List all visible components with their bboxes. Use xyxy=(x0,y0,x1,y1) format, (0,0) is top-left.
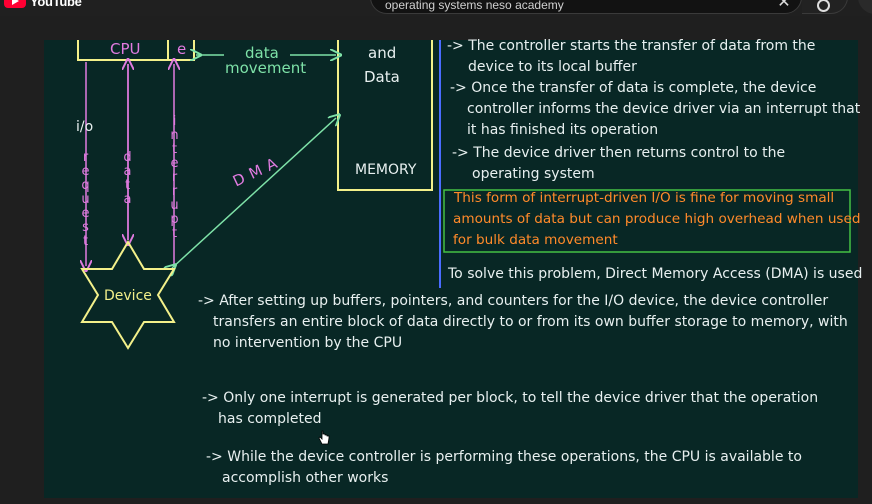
memory-label: MEMORY xyxy=(355,162,417,178)
youtube-play-icon xyxy=(4,0,26,8)
solve-line: To solve this problem, Direct Memory Acc… xyxy=(448,266,863,282)
search-button[interactable] xyxy=(802,0,848,14)
device-label: Device xyxy=(104,288,152,304)
close-icon[interactable]: ✕ xyxy=(777,0,791,11)
data-movement-label-2: movement xyxy=(225,59,307,77)
device-star xyxy=(80,240,176,350)
bullet-2-line-b: has completed xyxy=(218,411,322,427)
note-line-3b: operating system xyxy=(472,166,595,182)
youtube-header: YouTube operating systems neso academy ✕ xyxy=(0,0,872,16)
youtube-logo[interactable]: YouTube xyxy=(4,0,82,9)
request-label: request xyxy=(78,150,93,248)
note-line-2b: controller informs the device driver via… xyxy=(467,101,861,117)
search-input[interactable]: operating systems neso academy xyxy=(370,0,802,14)
data-vertical-label: data xyxy=(120,150,135,206)
io-label: i/o xyxy=(76,119,94,135)
data-movement-label-1: data xyxy=(245,44,279,62)
interrupt-label: interrupt xyxy=(167,114,182,240)
search-query-text: operating systems neso academy xyxy=(385,0,564,12)
youtube-logo-text: YouTube xyxy=(30,0,82,9)
cpu-side-label: e xyxy=(177,40,187,58)
note-box xyxy=(443,189,851,253)
note-line-2c: it has finished its operation xyxy=(467,122,659,138)
lecture-slide: CPU e data movement and Data MEMORY i/o … xyxy=(44,38,862,498)
note-box-line-3: for bulk data movement xyxy=(453,232,618,248)
search-icon xyxy=(817,0,830,12)
note-line-1b: device to its local buffer xyxy=(468,59,637,75)
request-vertical-label: request xyxy=(78,150,93,248)
data-label: data xyxy=(120,150,135,206)
note-line-2a: -> Once the transfer of data is complete… xyxy=(450,80,817,96)
note-box-line-1: This form of interrupt-driven I/O is fin… xyxy=(454,190,835,206)
dma-arrow xyxy=(172,118,336,268)
interrupt-vertical-label: interrupt xyxy=(167,114,182,240)
note-line-3a: -> The device driver then returns contro… xyxy=(452,145,786,161)
cpu-label: CPU xyxy=(110,40,141,58)
bullet-1-line-b: transfers an entire block of data direct… xyxy=(213,314,848,330)
dma-diagram xyxy=(77,40,851,350)
bullet-1-line-c: no intervention by the CPU xyxy=(213,335,403,351)
voice-search-button[interactable] xyxy=(858,0,872,14)
hand-cursor-icon xyxy=(318,430,330,445)
bullet-3-line-a: -> While the device controller is perfor… xyxy=(206,449,802,465)
memory-top-label-2: Data xyxy=(364,68,400,86)
note-box-line-2: amounts of data but can produce high ove… xyxy=(453,211,861,227)
memory-top-label-1: and xyxy=(368,44,397,62)
note-line-1a: -> The controller starts the transfer of… xyxy=(447,38,816,54)
bullet-1-line-a: -> After setting up buffers, pointers, a… xyxy=(198,293,829,309)
bullet-2-line-a: -> Only one interrupt is generated per b… xyxy=(202,390,819,406)
bullet-3-line-b: accomplish other works xyxy=(222,470,389,486)
